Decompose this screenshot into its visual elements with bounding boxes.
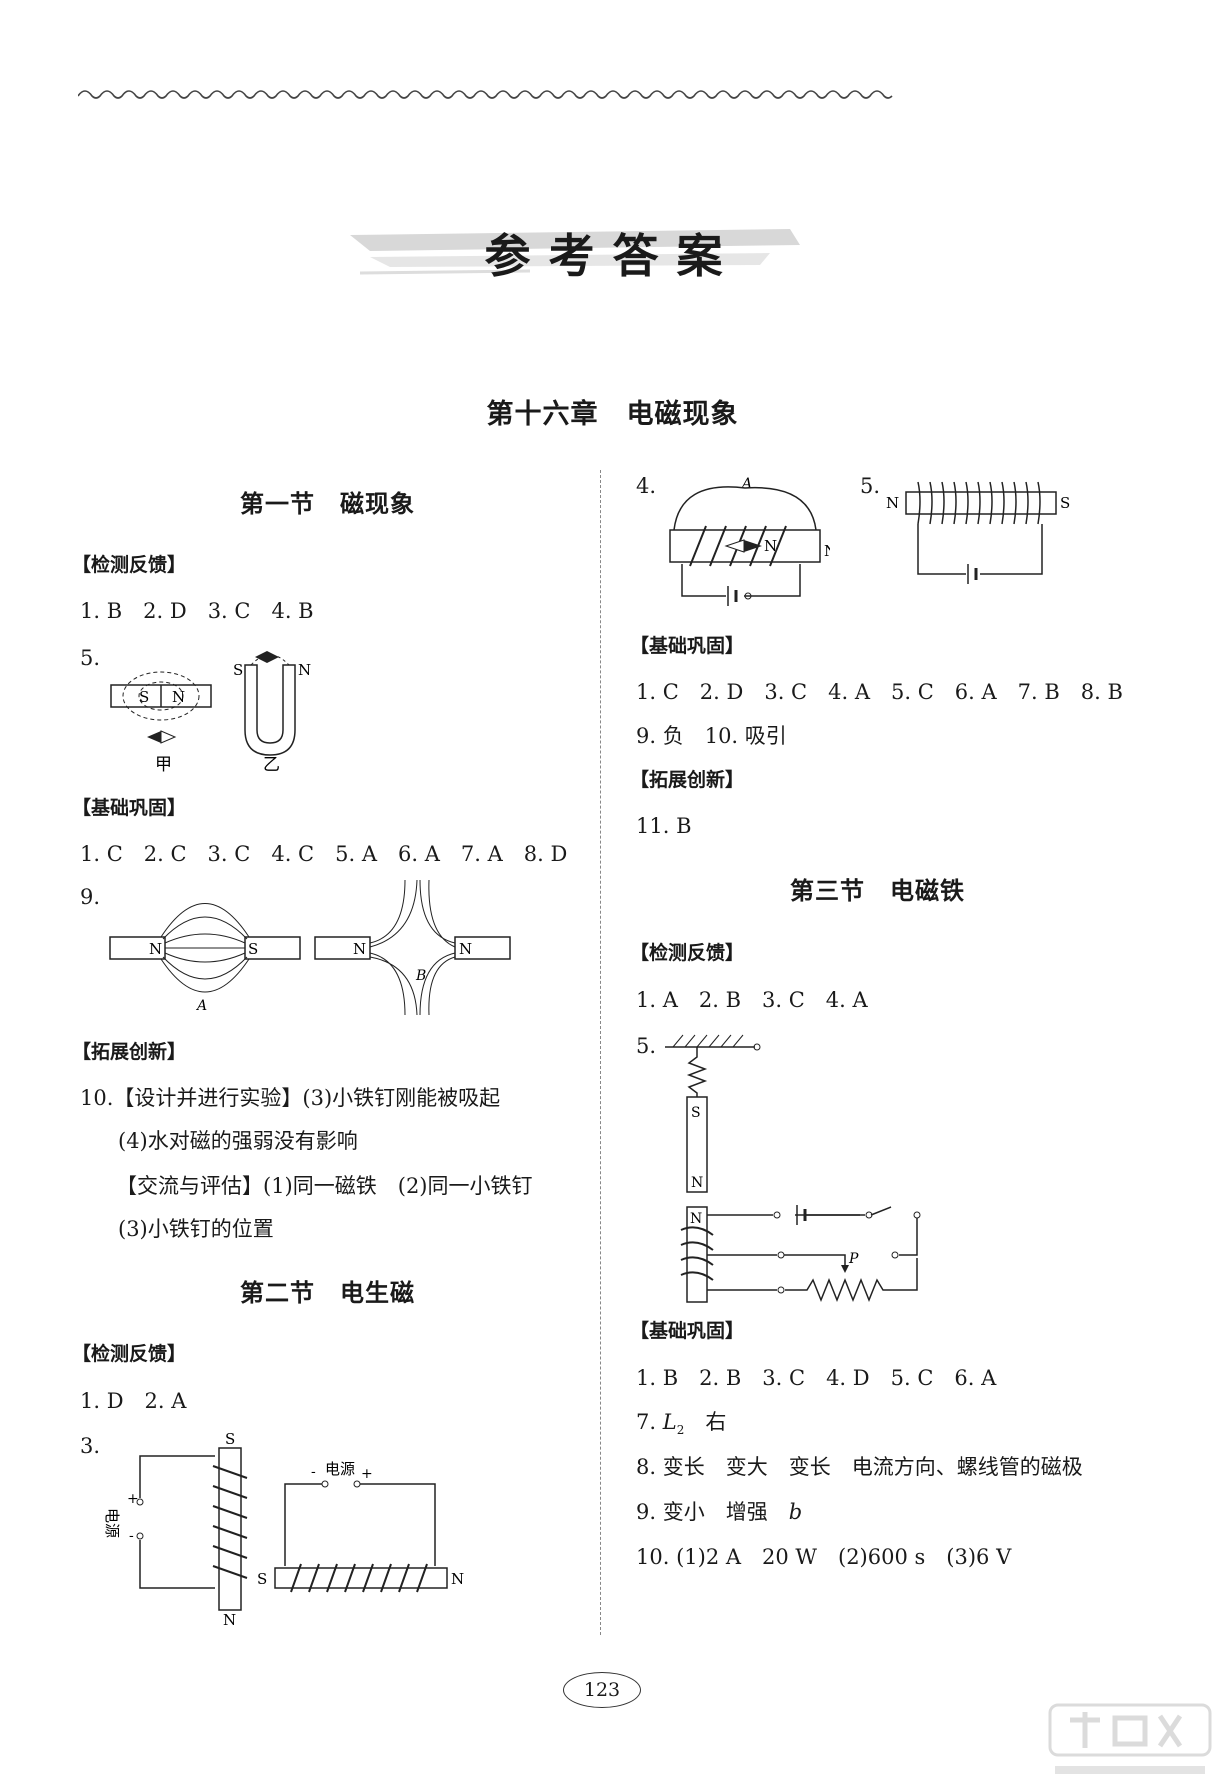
fig9-N1-label: N xyxy=(149,940,162,958)
fig5b-S-label: S xyxy=(691,1105,701,1121)
answers-9-10: 9. 负 10. 吸引 xyxy=(636,724,787,748)
fig5-S2-label: S xyxy=(233,661,243,679)
section2-title: 第二节 电生磁 xyxy=(240,1278,415,1307)
answers-2-1-2: 1. D 2. A xyxy=(80,1389,187,1413)
question-9-number: 9. xyxy=(80,885,101,909)
fig3b-S-label: S xyxy=(257,1570,267,1588)
section3-title: 第三节 电磁铁 xyxy=(790,876,965,905)
fig3-minus-label: - xyxy=(129,1528,134,1544)
answers-1-8: 1. C 2. C 3. C 4. C 5. A 6. A 7. A 8. D xyxy=(80,842,568,866)
question-5-right-number: 5. xyxy=(860,474,881,498)
answers-right-1-8: 1. C 2. D 3. C 4. A 5. C 6. A 7. B 8. B xyxy=(636,680,1123,704)
fig3b-plus-label: + xyxy=(361,1466,373,1482)
fig3-plus-label: + xyxy=(127,1491,139,1507)
fig5r-N-label: N xyxy=(886,494,899,512)
question-5b-number: 5. xyxy=(636,1034,657,1058)
fig5-yi-label: 乙 xyxy=(263,755,280,775)
compass-needle-icon xyxy=(255,651,279,663)
answer-3-9: 9. 变小 增强 b xyxy=(636,1502,802,1523)
tag-jiance-3: 【检测反馈】 xyxy=(630,942,745,964)
answer-3-7: 7. L2 右 xyxy=(636,1410,727,1438)
tag-tuozhan-2: 【拓展创新】 xyxy=(630,769,745,791)
page-number: 123 xyxy=(563,1672,641,1708)
answer-3-8: 8. 变长 变大 变长 电流方向、螺线管的磁极 xyxy=(636,1455,1083,1479)
tag-jichu-3: 【基础巩固】 xyxy=(630,1320,745,1342)
answer-11: 11. B xyxy=(636,814,692,838)
answer-3-9-b: b xyxy=(788,1500,803,1524)
figure-9-field-lines: N S A N N B xyxy=(109,879,511,1015)
fig9-S1-label: S xyxy=(248,940,258,958)
fig5b-N-label: N xyxy=(691,1175,703,1191)
fig9-B-label: B xyxy=(415,968,426,984)
figure-3-solenoids: S N + - 电源 - 电源 + S N xyxy=(103,1430,464,1628)
question-4-number: 4. xyxy=(636,474,657,498)
fig3-N-label: N xyxy=(223,1611,236,1628)
fig5b-N2-label: N xyxy=(690,1211,702,1227)
question-5-number: 5. xyxy=(80,646,101,670)
answer-10-line-4: (3)小铁钉的位置 xyxy=(118,1217,274,1241)
figure-5-right-solenoid: N S xyxy=(886,481,1070,584)
fig9-N3-label: N xyxy=(459,940,472,958)
chapter-title: 第十六章 电磁现象 xyxy=(486,399,739,430)
fig3-dianyuan-label: 电源 xyxy=(103,1508,121,1538)
tag-jichu-1: 【基础巩固】 xyxy=(72,797,187,819)
fig5-jia-label: 甲 xyxy=(155,755,172,775)
fig5r-S-label: S xyxy=(1060,494,1070,512)
answer-3-9-prefix: 9. 变小 增强 xyxy=(636,1500,789,1524)
fig3-S-label: S xyxy=(225,1430,235,1448)
answer-3-10: 10. (1)2 A 20 W (2)600 s (3)6 V xyxy=(636,1545,1012,1569)
fig9-A-label: A xyxy=(195,998,207,1014)
answer-3-7-subscript: 2 xyxy=(676,1423,685,1438)
fig3b-dianyuan-label: 电源 xyxy=(325,1460,355,1478)
fig5-N2-label: N xyxy=(298,661,311,679)
figure-4-solenoid-compass: A N N xyxy=(669,476,830,606)
fig4-A-label: A xyxy=(740,476,752,492)
section1-title: 第一节 磁现象 xyxy=(240,489,415,518)
title-brush-decoration xyxy=(350,229,800,275)
tag-jiance-1: 【检测反馈】 xyxy=(72,554,187,576)
fig9-N2-label: N xyxy=(353,940,366,958)
fig5-S-label: S xyxy=(139,688,149,706)
fig3b-minus-label: - xyxy=(311,1464,316,1480)
page-main-title: 参考答案 xyxy=(484,229,741,283)
fig4-N-label: N xyxy=(764,537,777,555)
fig4-N2-label: N xyxy=(824,542,830,560)
question-3-number: 3. xyxy=(80,1434,101,1458)
answer-3-7-rest: 右 xyxy=(684,1410,727,1434)
answers-3-1-4: 1. A 2. B 3. C 4. A xyxy=(636,988,868,1012)
figure-5-magnets: S N 甲 S N 乙 xyxy=(110,651,311,775)
answer-3-7-L: L xyxy=(662,1410,677,1434)
fig5-N-label: N xyxy=(172,688,185,706)
decorative-wave-border xyxy=(78,90,893,99)
watermark-logo xyxy=(1048,1703,1212,1774)
fig5b-P-label: P xyxy=(848,1251,859,1267)
answer-10-line-2: (4)水对磁的强弱没有影响 xyxy=(118,1129,358,1153)
figure-5b-electromagnet: S N N P xyxy=(665,1034,921,1303)
answer-10-line-3: 【交流与评估】(1)同一磁铁 (2)同一小铁钉 xyxy=(116,1174,533,1198)
answers-1-4: 1. B 2. D 3. C 4. B xyxy=(80,599,314,623)
answer-3-7-prefix: 7. xyxy=(636,1410,657,1434)
answers-3-1-6: 1. B 2. B 3. C 4. D 5. C 6. A xyxy=(636,1366,997,1390)
tag-jichu-2: 【基础巩固】 xyxy=(630,635,745,657)
tag-tuozhan-1: 【拓展创新】 xyxy=(72,1041,187,1063)
fig3b-N-label: N xyxy=(451,1570,464,1588)
answer-10-line-1: 10.【设计并进行实验】(3)小铁钉刚能被吸起 xyxy=(80,1086,501,1110)
column-divider xyxy=(600,470,601,1635)
tag-jiance-2: 【检测反馈】 xyxy=(72,1343,187,1365)
